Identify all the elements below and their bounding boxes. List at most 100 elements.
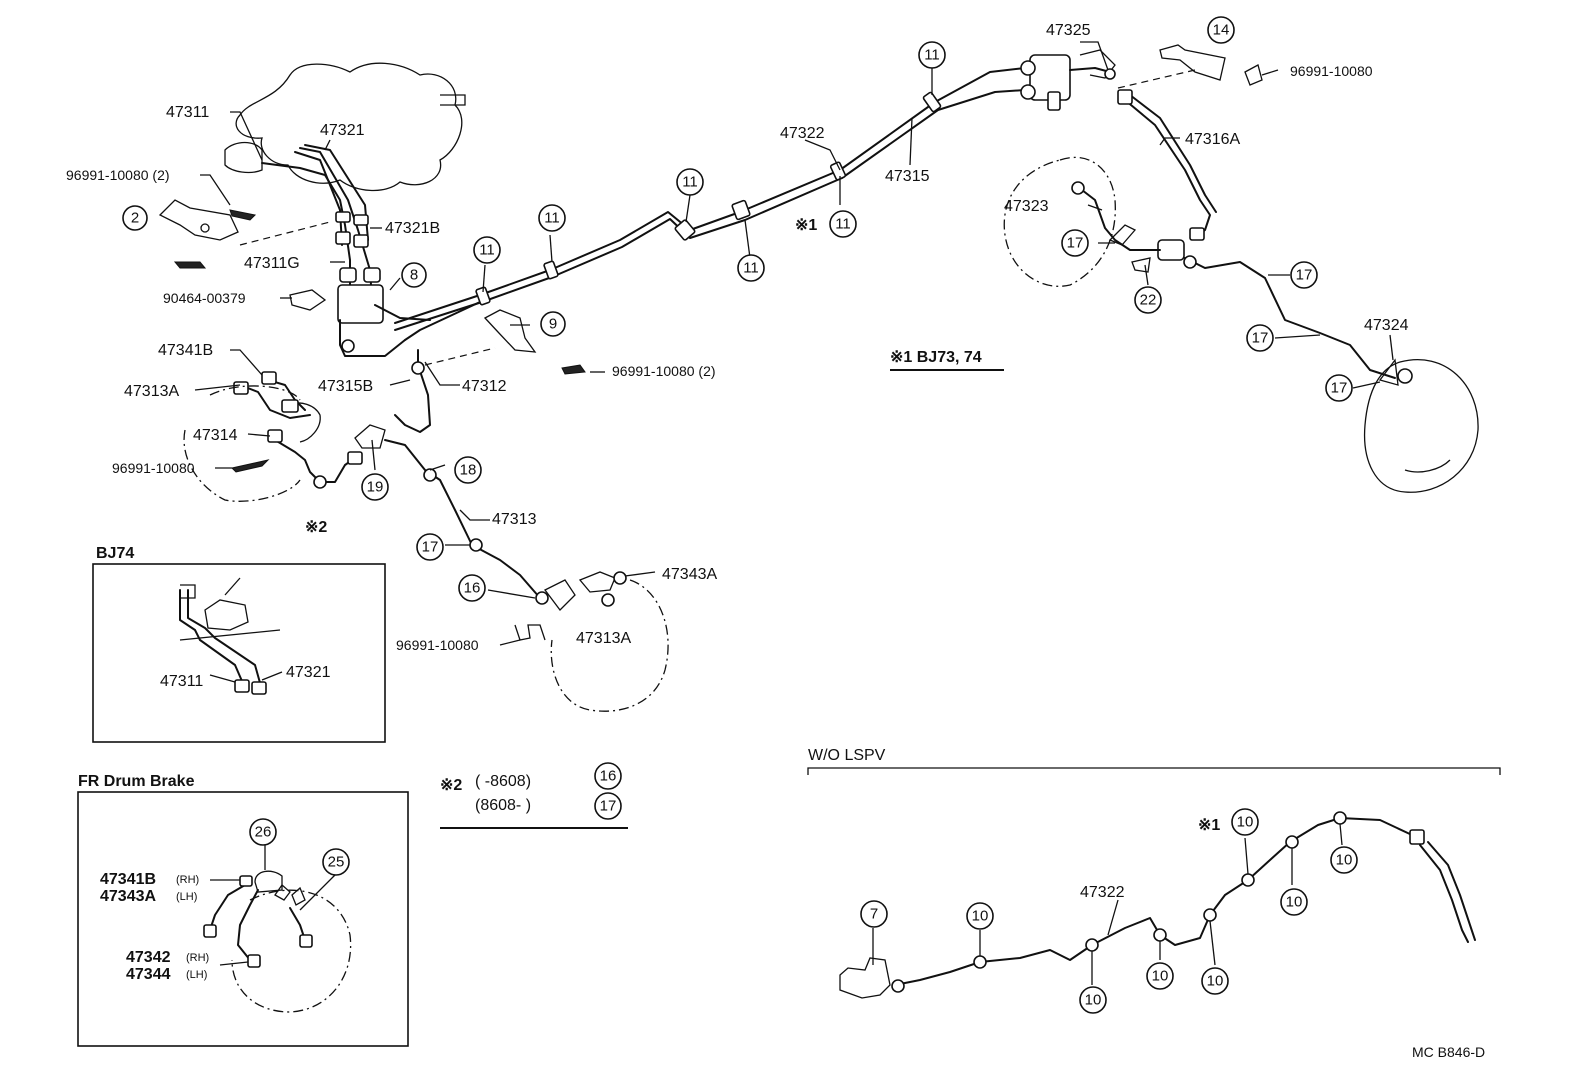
label-96991-2b: 96991-10080 (2) xyxy=(612,363,716,379)
callout-11e: 11 xyxy=(829,210,857,238)
leader-lines xyxy=(194,41,1394,985)
label-47323: 47323 xyxy=(1004,198,1049,215)
label-47322: 47322 xyxy=(780,125,825,142)
svg-text:11: 11 xyxy=(835,216,851,233)
front-right-lines xyxy=(354,349,669,712)
svg-text:17: 17 xyxy=(1252,330,1269,347)
label-47313A-bottom: 47313A xyxy=(576,630,631,647)
wo-label-star1: ※1 xyxy=(1198,817,1220,834)
part-labels: 47311 47321 96991-10080 (2) 47321B 47311… xyxy=(66,22,1485,1060)
svg-text:22: 22 xyxy=(1140,292,1157,309)
svg-text:26: 26 xyxy=(255,824,272,841)
callout-18: 18 xyxy=(454,456,482,484)
svg-text:11: 11 xyxy=(743,260,759,277)
svg-text:14: 14 xyxy=(1213,22,1230,39)
label-47315: 47315 xyxy=(885,168,930,185)
label-90464: 90464-00379 xyxy=(163,290,246,306)
front-left-area xyxy=(183,371,363,502)
svg-text:19: 19 xyxy=(367,479,384,496)
label-star2: ※2 xyxy=(305,519,327,536)
svg-text:10: 10 xyxy=(1336,852,1353,869)
svg-text:16: 16 xyxy=(464,580,481,597)
callout-22: 22 xyxy=(1134,286,1162,314)
label-note-star1: ※1 BJ73, 74 xyxy=(890,349,982,366)
booster-outline xyxy=(224,62,466,192)
svg-text:17: 17 xyxy=(600,798,617,815)
svg-text:10: 10 xyxy=(972,908,989,925)
label-47325: 47325 xyxy=(1046,22,1091,39)
callout-17c: 17 xyxy=(1246,324,1274,352)
fr-label-47341B: 47341B xyxy=(100,871,156,888)
callout-10e: 10 xyxy=(1231,808,1259,836)
svg-text:7: 7 xyxy=(870,906,878,923)
footer-code: MC B846-D xyxy=(1412,1044,1485,1060)
note2-line-a: ( -8608) xyxy=(475,773,531,790)
callout-note-17: 17 xyxy=(594,792,622,820)
callout-19: 19 xyxy=(361,473,389,501)
svg-text:25: 25 xyxy=(328,854,345,871)
brackets-and-clips xyxy=(158,44,1263,375)
svg-text:10: 10 xyxy=(1286,894,1303,911)
label-47312: 47312 xyxy=(462,378,507,395)
callout-8: 8 xyxy=(401,262,427,288)
callout-7: 7 xyxy=(860,900,888,928)
rear-right-drum xyxy=(1363,359,1479,493)
fr-label-47342: 47342 xyxy=(126,949,171,966)
callout-26: 26 xyxy=(249,818,277,846)
label-47324: 47324 xyxy=(1364,317,1409,334)
label-96991-right: 96991-10080 xyxy=(1290,63,1373,79)
master-cylinder-lines xyxy=(261,144,431,357)
svg-text:17: 17 xyxy=(1296,267,1313,284)
svg-text:10: 10 xyxy=(1085,992,1102,1009)
label-star1-11: ※1 xyxy=(795,217,817,234)
fr-label-47344: 47344 xyxy=(126,966,171,983)
callout-11b: 11 xyxy=(538,204,566,232)
fr-label-47343A: 47343A xyxy=(100,888,156,905)
bj74-title: BJ74 xyxy=(96,545,134,562)
callout-17d: 17 xyxy=(1325,374,1353,402)
callout-10a: 10 xyxy=(966,902,994,930)
bj74-label-47321: 47321 xyxy=(286,664,331,681)
callout-10d: 10 xyxy=(1201,967,1229,995)
label-47341B: 47341B xyxy=(158,342,213,359)
callout-10b: 10 xyxy=(1079,986,1107,1014)
svg-text:11: 11 xyxy=(479,242,495,259)
note2-line-b: (8608- ) xyxy=(475,797,531,814)
label-47343A: 47343A xyxy=(662,566,717,583)
wo-label-47322: 47322 xyxy=(1080,884,1125,901)
rear-left-drum xyxy=(1003,156,1116,287)
svg-text:11: 11 xyxy=(924,47,940,64)
label-47313: 47313 xyxy=(492,511,537,528)
callout-circles: 2 8 9 11 11 11 11 11 11 14 17 17 17 17 1… xyxy=(122,16,1358,1014)
callout-25: 25 xyxy=(322,848,350,876)
fr-label-rh2: (RH) xyxy=(186,952,209,964)
label-47314: 47314 xyxy=(193,427,238,444)
svg-text:10: 10 xyxy=(1237,814,1254,831)
wo-lspv-section xyxy=(807,767,1501,999)
svg-text:10: 10 xyxy=(1152,968,1169,985)
callout-10g: 10 xyxy=(1330,846,1358,874)
callout-11d: 11 xyxy=(737,254,765,282)
callout-9: 9 xyxy=(540,311,566,337)
callout-17a: 17 xyxy=(1061,229,1089,257)
svg-text:16: 16 xyxy=(600,768,617,785)
label-47313A-left: 47313A xyxy=(124,383,179,400)
label-96991-2a: 96991-10080 (2) xyxy=(66,167,170,183)
fr-drum-title: FR Drum Brake xyxy=(78,773,195,790)
label-47321: 47321 xyxy=(320,122,365,139)
svg-text:9: 9 xyxy=(549,316,557,333)
svg-text:8: 8 xyxy=(410,267,418,284)
main-brake-lines xyxy=(394,67,1026,341)
label-47311: 47311 xyxy=(166,104,209,121)
note2-star: ※2 xyxy=(440,777,462,794)
svg-text:2: 2 xyxy=(131,210,139,227)
callout-11c: 11 xyxy=(676,168,704,196)
svg-text:10: 10 xyxy=(1207,973,1224,990)
callout-17b: 17 xyxy=(1290,261,1318,289)
callout-16: 16 xyxy=(458,574,486,602)
callout-note-16: 16 xyxy=(594,762,622,790)
fr-label-lh2: (LH) xyxy=(186,969,207,981)
label-47316A: 47316A xyxy=(1185,131,1240,148)
